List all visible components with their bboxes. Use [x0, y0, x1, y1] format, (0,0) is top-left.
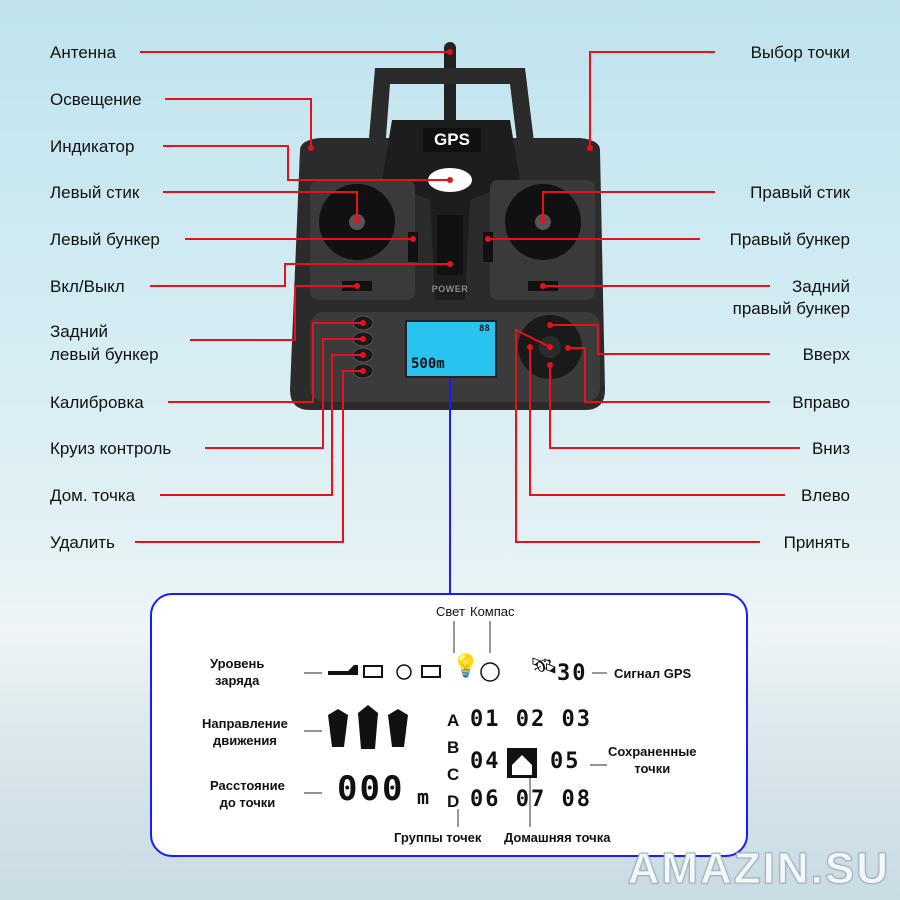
distance-unit: m	[417, 785, 432, 809]
lcd-gps: 88	[479, 324, 490, 334]
compass-label: Компас	[470, 604, 515, 619]
antenna	[444, 42, 456, 132]
label-cruise: Круиз контроль	[50, 439, 172, 458]
lcd-screen: 500m 88	[405, 320, 497, 378]
gps-badge: GPS	[423, 128, 481, 152]
label-right: Вправо	[792, 393, 850, 412]
label-left-hopper: Левый бункер	[50, 230, 160, 249]
boat-battery-icon	[328, 665, 358, 675]
label-up: Вверх	[802, 345, 850, 364]
home-point-label: Домашняя точка	[504, 830, 611, 845]
label-left-stick: Левый стик	[50, 183, 140, 202]
light-icon: 💡	[452, 653, 480, 678]
watermark: AMAZIN.SU	[627, 844, 890, 894]
label-rear-left-1: Задний	[50, 322, 109, 341]
row-b-point-1: 04	[470, 749, 501, 774]
label-left: Влево	[800, 486, 850, 505]
power-label: POWER	[431, 284, 469, 294]
label-down: Вниз	[811, 439, 850, 458]
label-power: Вкл/Выкл	[50, 277, 125, 296]
label-accept: Принять	[783, 533, 850, 552]
label-indicator: Индикатор	[50, 137, 135, 156]
panel-leaders	[304, 621, 607, 827]
label-right-stick: Правый стик	[750, 183, 850, 202]
label-rear-right-2: правый бункер	[732, 299, 850, 318]
label-antenna: Антенна	[50, 43, 117, 62]
label-lighting: Освещение	[50, 90, 142, 109]
group-b: B	[447, 738, 460, 757]
lcd-distance: 500m	[411, 356, 445, 372]
group-c: C	[447, 765, 460, 784]
label-calibration: Калибровка	[50, 393, 144, 412]
row-b-point-2: 05	[550, 749, 581, 774]
gps-signal-label: Сигнал GPS	[614, 666, 692, 681]
group-a: A	[447, 711, 460, 730]
groups-label: Группы точек	[394, 830, 482, 845]
row-a-points: 01 02 03	[470, 707, 592, 732]
row-d-points: 06 07 08	[470, 787, 592, 812]
label-home-point: Дом. точка	[50, 486, 136, 505]
label-point-select: Выбор точки	[750, 43, 850, 62]
direction-boats-icon	[328, 705, 408, 749]
gps-signal-value: 30	[557, 661, 588, 686]
label-right-hopper: Правый бункер	[729, 230, 850, 249]
label-delete: Удалить	[50, 533, 115, 552]
label-rear-right-1: Задний	[791, 277, 850, 296]
satellite-icon: 🛰	[530, 653, 558, 678]
group-d: D	[447, 792, 460, 811]
compass-icon	[480, 662, 500, 682]
distance-value: 000	[337, 769, 405, 809]
light-label: Свет	[436, 604, 465, 619]
label-rear-left-2: левый бункер	[50, 345, 159, 364]
